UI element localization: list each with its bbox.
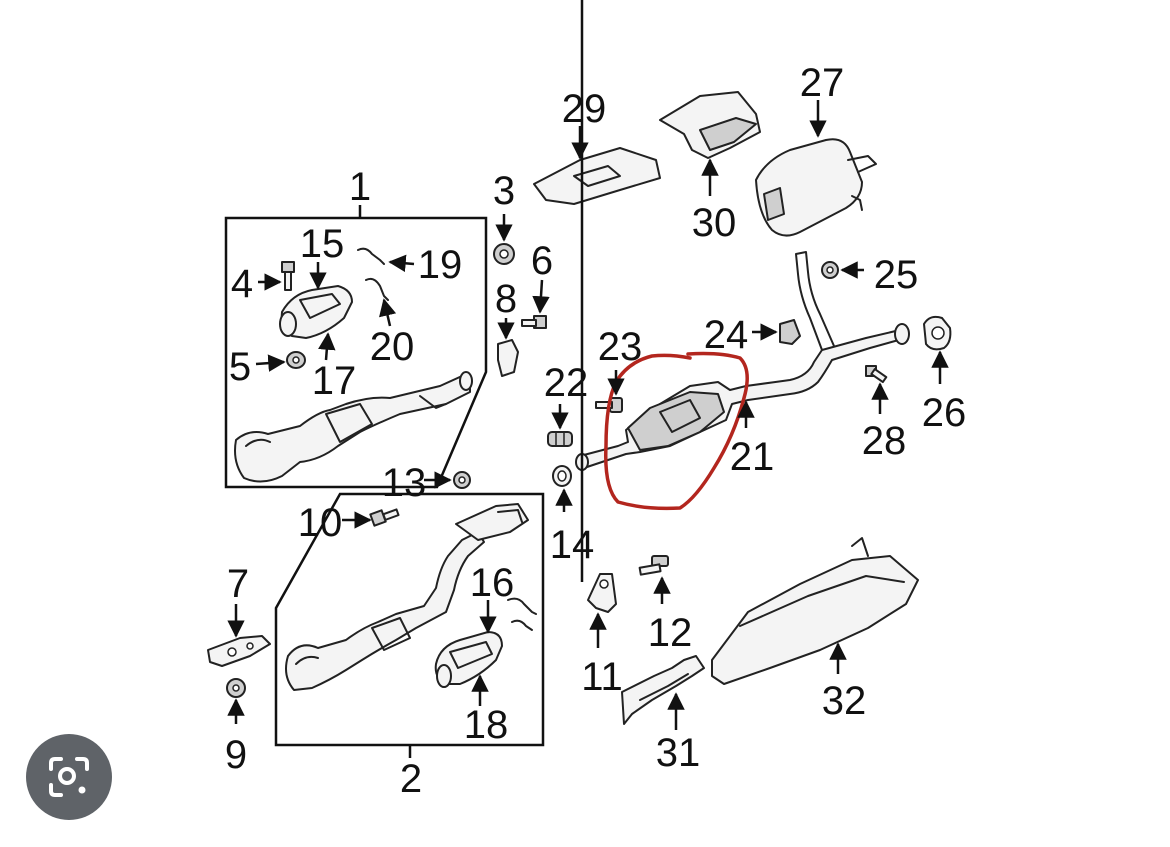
group-box-front-pipe-1 bbox=[224, 216, 488, 489]
nut-3 bbox=[493, 243, 515, 265]
callout-16: 16 bbox=[470, 561, 515, 605]
callout-18: 18 bbox=[464, 703, 509, 747]
gasket-14 bbox=[552, 465, 572, 487]
nut-9 bbox=[226, 678, 246, 698]
callout-21: 21 bbox=[730, 435, 775, 479]
callout-11: 11 bbox=[581, 655, 623, 699]
nut-25 bbox=[821, 261, 839, 279]
bolt-12 bbox=[638, 555, 669, 576]
callout-30: 30 bbox=[692, 201, 737, 245]
clip-16b bbox=[511, 619, 533, 631]
catalytic-converter-15 bbox=[279, 285, 353, 339]
catalytic-converter-18 bbox=[434, 631, 503, 688]
callout-22: 22 bbox=[544, 361, 589, 405]
image-search-button[interactable] bbox=[26, 734, 112, 820]
callout-31: 31 bbox=[656, 731, 701, 775]
callout-10: 10 bbox=[298, 501, 343, 545]
callout-15: 15 bbox=[300, 222, 345, 266]
front-exhaust-pipe-assembly-2 bbox=[285, 503, 529, 691]
callout-20: 20 bbox=[370, 325, 415, 369]
callout-12: 12 bbox=[648, 611, 693, 655]
callout-13: 13 bbox=[382, 461, 427, 505]
callout-3: 3 bbox=[493, 169, 515, 213]
image-search-icon bbox=[49, 757, 89, 797]
bracket-8 bbox=[497, 339, 519, 377]
callout-6: 6 bbox=[531, 239, 553, 283]
bolt-28 bbox=[865, 365, 888, 384]
undercover-32 bbox=[711, 537, 919, 685]
spring-22 bbox=[547, 431, 573, 447]
heat-shield-29 bbox=[533, 147, 661, 205]
callout-28: 28 bbox=[862, 419, 907, 463]
bolt-23 bbox=[595, 397, 623, 413]
callout-1: 1 bbox=[349, 165, 371, 209]
gasket-26 bbox=[923, 315, 952, 351]
callout-2: 2 bbox=[400, 757, 422, 801]
callout-25: 25 bbox=[874, 253, 919, 297]
callout-27: 27 bbox=[800, 61, 845, 105]
bracket-7 bbox=[207, 635, 271, 667]
callout-4: 4 bbox=[231, 262, 253, 306]
callout-8: 8 bbox=[495, 277, 517, 321]
clip-20 bbox=[365, 277, 389, 301]
heat-shield-30 bbox=[659, 91, 761, 159]
callout-5: 5 bbox=[229, 345, 251, 389]
callout-7: 7 bbox=[227, 562, 249, 606]
callout-24: 24 bbox=[704, 313, 749, 357]
clip-16 bbox=[507, 597, 537, 615]
bolt-6 bbox=[521, 315, 547, 329]
callout-14: 14 bbox=[550, 523, 595, 567]
nut-13 bbox=[453, 471, 471, 489]
bracket-31 bbox=[621, 655, 705, 725]
clip-19 bbox=[357, 247, 385, 265]
callout-32: 32 bbox=[822, 679, 867, 723]
callout-26: 26 bbox=[922, 391, 967, 435]
group-box-front-pipe-2 bbox=[274, 492, 545, 747]
nut-5 bbox=[286, 351, 306, 369]
highlight-circle-center-pipe bbox=[604, 351, 749, 511]
bolt-10 bbox=[369, 508, 400, 527]
callout-17: 17 bbox=[312, 359, 357, 403]
bolt-4 bbox=[281, 261, 295, 291]
callout-9: 9 bbox=[225, 733, 247, 777]
insulator-24 bbox=[779, 319, 801, 345]
callout-29: 29 bbox=[562, 87, 607, 131]
callout-23: 23 bbox=[598, 325, 643, 369]
bracket-11 bbox=[587, 573, 617, 613]
front-exhaust-pipe-assembly-1 bbox=[234, 371, 473, 483]
leader-arrows bbox=[227, 0, 949, 730]
callout-19: 19 bbox=[418, 243, 463, 287]
muffler-27 bbox=[755, 138, 877, 237]
